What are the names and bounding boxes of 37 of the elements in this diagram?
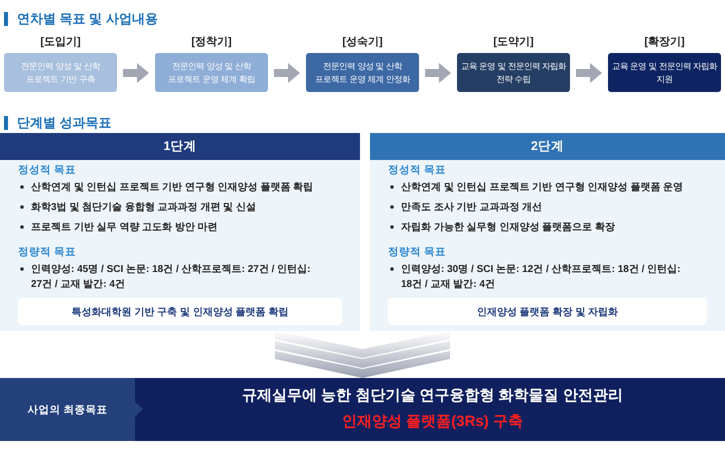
stage-heading: [성숙기] xyxy=(341,35,384,49)
bullet-text: 프로젝트 기반 실무 역량 고도화 방안 마련 xyxy=(31,222,218,233)
arrow xyxy=(274,63,300,83)
stage-heading: [도입기] xyxy=(39,35,82,49)
section-heading: 정량적 목표 xyxy=(388,245,446,259)
goal-highlight: 인재양성 플랫폼(3Rs) 구축 xyxy=(341,412,524,431)
box-text: 전문인력 양성 및 산학 프로젝트 운영 체계 확립 xyxy=(167,60,256,86)
box-text: 교육 운영 및 전문인력 자립화 지원 xyxy=(610,60,718,86)
stage-heading: [정착기] xyxy=(190,35,233,49)
box-text: 전문인력 양성 및 산학 프로젝트 기반 구축 xyxy=(20,60,102,86)
goal-banner xyxy=(0,378,725,441)
arrow xyxy=(576,63,602,83)
bullet-text: 자립화 가능한 실무형 인재양성 플랫폼으로 확장 xyxy=(401,222,615,233)
bullet-text: 산학연계 및 인턴십 프로젝트 기반 연구형 인재양성 플랫폼 확립 xyxy=(31,182,314,193)
stage-panel xyxy=(0,133,360,331)
section-heading: 정성적 목표 xyxy=(388,163,446,177)
stage-panel xyxy=(370,133,725,331)
bullet-text: 인력양성: 30명 / SCI 논문: 12건 / 산학프로젝트: 18건 / 인턴십: 18건 / 교재 발간: 4건 xyxy=(401,264,680,290)
bullet-text: 만족도 조사 기반 교과과정 개선 xyxy=(401,202,542,213)
arrow xyxy=(425,63,451,83)
box-text: 교육 운영 및 전문인력 자립화 전략 수립 xyxy=(460,60,568,86)
bullet-text: 인력양성: 45명 / SCI 논문: 18건 / 산학프로젝트: 27건 / 인턴십: 27건 / 교재 발간: 4건 xyxy=(31,264,310,290)
result-box: 특성화대학원 기반 구축 및 인재양성 플랫폼 확립 xyxy=(18,298,342,325)
result-box: 인재양성 플랫폼 확장 및 자립화 xyxy=(388,298,707,325)
panel-header: 1단계 xyxy=(0,133,360,160)
arrow xyxy=(123,63,149,83)
section-heading: 정량적 목표 xyxy=(18,245,76,259)
stage-heading: [확장기] xyxy=(643,35,686,49)
stage-heading: [도약기] xyxy=(492,35,535,49)
panel-header: 2단계 xyxy=(370,133,725,160)
goal-text: 규제실무에 능한 첨단기술 연구융합형 화학물질 안전관리 xyxy=(241,386,624,405)
section-heading: 연차별 목표 및 사업내용 xyxy=(4,12,158,26)
bullet-text: 화학3법 및 첨단기술 융합형 교과과정 개편 및 신설 xyxy=(31,202,256,213)
bullet-text: 산학연계 및 인턴십 프로젝트 기반 연구형 인재양성 플랫폼 운영 xyxy=(401,182,684,193)
section-heading: 정성적 목표 xyxy=(18,163,76,177)
goal-tab: 사업의 최종목표 xyxy=(0,378,143,441)
box-text: 전문인력 양성 및 산학 프로젝트 운영 체계 안정화 xyxy=(314,60,412,86)
